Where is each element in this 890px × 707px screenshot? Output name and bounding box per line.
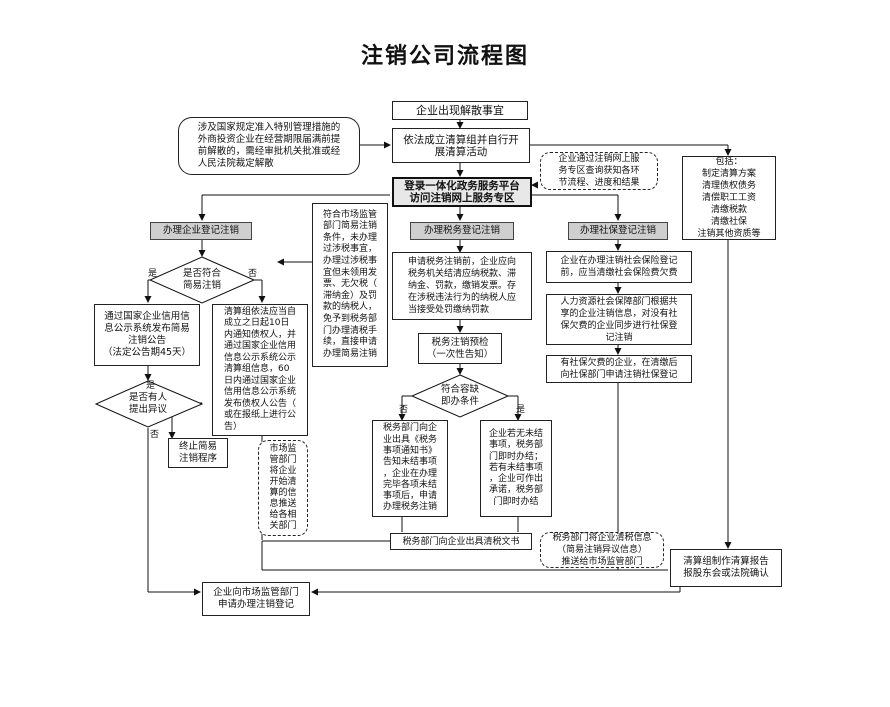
no-label: 否 bbox=[150, 430, 160, 440]
yes-label: 是 bbox=[516, 405, 526, 415]
credit-notice-node: 通过国家企业信用信 息公示系统发布简易 注销公告 （法定公告期45天） bbox=[94, 304, 200, 366]
tax-precheck-node: 税务注销预检 （一次性告知） bbox=[418, 333, 502, 364]
final-deregistration-node: 企业向市场监管部门 申请办理注销登记 bbox=[202, 582, 310, 616]
page-title: 注销公司流程图 bbox=[360, 44, 529, 69]
tolerance-decision-label: 符合容缺 即办条件 bbox=[440, 384, 479, 407]
social-arrears-node: 有社保欠费的企业，在清缴后 向社保部门申请注销社保登记 bbox=[546, 355, 692, 383]
tax-push-node: 税务部门将企业清税信息 （简易注销异议信息） 推送给市场监管部门 bbox=[540, 532, 664, 568]
social-insurance-node: 企业在办理注销社会保险登记 前，应当清缴社会保险费欠费 bbox=[546, 251, 692, 283]
hr-share-node: 人力资源社会保障部门根据共 享的企业注销信息，对没有社 保欠费的企业同步进行社保… bbox=[546, 294, 692, 345]
decision-diamonds bbox=[94, 256, 510, 428]
market-push-node: 市场监 管部门 将企业 开始清 算的信 息推送 给各相 关部门 bbox=[258, 440, 308, 536]
terminate-simple-node: 终止简易 注销程序 bbox=[168, 438, 228, 468]
yes-label: 是 bbox=[146, 381, 156, 391]
tax-notice-node: 税务部门向企 业出具《税务 事项通知书》 告知未结事项 ，企业在办理 完毕各项未… bbox=[372, 420, 448, 517]
login-platform-node: 登录一体化政务服务平台 访问注销网上服务专区 bbox=[392, 177, 532, 207]
creditor-notice-node: 清算组依法应当自 成立之日起10日 内通知债权人，并 通过国家企业信用 信息公示… bbox=[212, 304, 308, 436]
liquidation-team-node: 依法成立清算组并自行开 展清算活动 bbox=[392, 128, 530, 163]
simple-tax-condition-node: 符合市场监管 部门简易注销 条件，未办理 过涉税事宜， 办理过涉税事 宜但未领用… bbox=[312, 203, 388, 367]
liquidation-items-node: 包括： 制定清算方案 清理债权债务 清偿职工工资 清缴税款 清缴社保 注销其他资… bbox=[682, 156, 776, 240]
foreign-investment-node: 涉及国家规定准入特别管理措施的 外商投资企业在经营期限届满前提 前解散的，需经审… bbox=[178, 117, 360, 175]
start-node: 企业出现解散事宜 bbox=[392, 101, 528, 120]
liquidation-report-node: 清算组制作清算报告 报股东会或法院确认 bbox=[670, 549, 782, 587]
no-label: 否 bbox=[248, 269, 258, 279]
social-registration-cancel-node: 办理社保登记注销 bbox=[568, 222, 668, 240]
biz-registration-cancel-node: 办理企业登记注销 bbox=[150, 222, 252, 240]
online-query-node: 企业通过注销网上服 务专区查询获知各环 节流程、进度和结果 bbox=[540, 152, 658, 190]
tax-registration-cancel-node: 办理税务登记注销 bbox=[410, 222, 514, 240]
yes-label: 是 bbox=[148, 269, 158, 279]
simple-cancel-decision-label: 是否符合 简易注销 bbox=[182, 268, 221, 291]
tax-clearance-node: 税务部门向企业出具清税文书 bbox=[390, 533, 532, 550]
no-label: 否 bbox=[399, 405, 409, 415]
tax-immediate-node: 企业若无未结 事项，税务部 门即时办结； 若有未结事项 ，企业可作出 承诺，税务… bbox=[480, 420, 552, 517]
objection-decision-label: 是否有人 提出异议 bbox=[128, 392, 167, 415]
tax-apply-node: 申请税务注销前，企业应向 税务机关结清应纳税款、滞 纳金、罚款，缴销发票。存 在… bbox=[392, 252, 532, 320]
